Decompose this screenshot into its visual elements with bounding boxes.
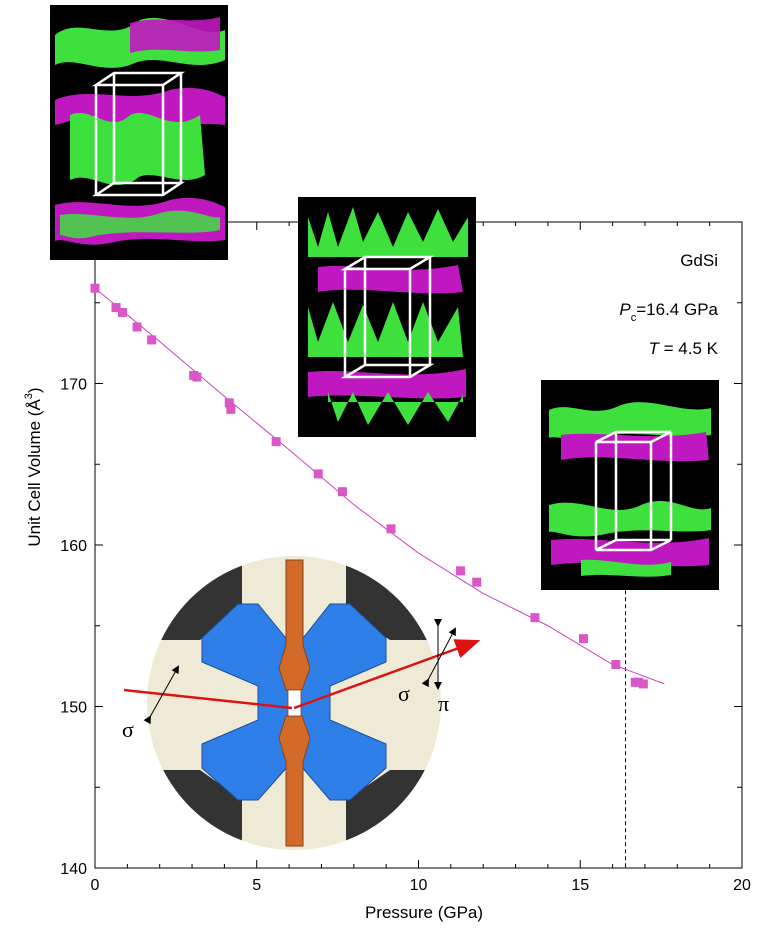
svg-text:Unit Cell Volume (Å3): Unit Cell Volume (Å3) [23, 387, 44, 546]
pc-subscript: c [631, 312, 637, 324]
data-point [226, 404, 236, 414]
pc-value: =16.4 GPa [636, 300, 718, 319]
x-tick-label: 10 [410, 877, 428, 894]
structure-inset-ambient [50, 5, 228, 260]
t-value: = 4.5 K [659, 339, 719, 358]
y-tick-label: 140 [60, 861, 87, 878]
y-tick-labels: 140 150 160 170 [60, 377, 87, 879]
data-point [313, 469, 323, 479]
annotation-pc: Pc=16.4 GPa [619, 300, 718, 324]
data-point [147, 335, 157, 345]
pc-symbol: P [619, 300, 631, 319]
data-point [192, 372, 202, 382]
sample-strip-top [278, 559, 311, 691]
x-tick-label: 5 [252, 877, 261, 894]
data-point [530, 613, 540, 623]
data-points [90, 283, 648, 689]
data-point [337, 487, 347, 497]
y-axis-label-superscript: 3 [23, 393, 35, 399]
label-sigma-out: σ [398, 681, 410, 706]
x-tick-labels: 0 5 10 15 20 [91, 877, 751, 894]
anvil-cell-schematic: σ σ π [122, 556, 481, 850]
polarization-arrow-in [143, 665, 179, 725]
sample-chamber [287, 689, 302, 717]
sample-strip-bottom [278, 715, 311, 847]
data-point [633, 677, 643, 687]
structure-inset-high-pressure [541, 380, 719, 590]
data-point [117, 307, 127, 317]
data-point [611, 660, 621, 670]
x-tick-label: 15 [571, 877, 589, 894]
data-point [271, 437, 281, 447]
y-tick-label: 170 [60, 377, 87, 394]
y-tick-label: 150 [60, 700, 87, 717]
anvil-left [201, 603, 290, 801]
structure-image-high-pressure [549, 402, 711, 577]
annotation-temperature: T = 4.5 K [649, 339, 719, 358]
data-point [578, 634, 588, 644]
data-point [386, 524, 396, 534]
data-point [224, 398, 234, 408]
structure-image-ambient [55, 17, 225, 245]
data-point [111, 303, 121, 313]
data-point [132, 322, 142, 332]
y-axis-label-close: ) [25, 387, 44, 393]
data-point [456, 566, 466, 576]
data-point [638, 679, 648, 689]
y-axis-label: Unit Cell Volume (Å3) [23, 387, 44, 546]
y-tick-label: 160 [60, 538, 87, 555]
t-symbol: T [649, 339, 661, 358]
label-sigma-in: σ [122, 717, 134, 742]
x-tick-label: 20 [733, 877, 751, 894]
data-point [472, 577, 482, 587]
fit-curve [94, 287, 665, 685]
anvil-right [299, 603, 387, 801]
structure-inset-intermediate [298, 197, 476, 437]
y-axis-label-main: Unit Cell Volume (Å [25, 399, 44, 547]
x-axis-label: Pressure (GPa) [365, 903, 483, 922]
data-point [90, 283, 100, 293]
structure-image-intermediate [308, 207, 468, 425]
label-pi-out: π [438, 691, 449, 716]
annotation-material: GdSi [680, 251, 718, 270]
x-tick-label: 0 [91, 877, 100, 894]
